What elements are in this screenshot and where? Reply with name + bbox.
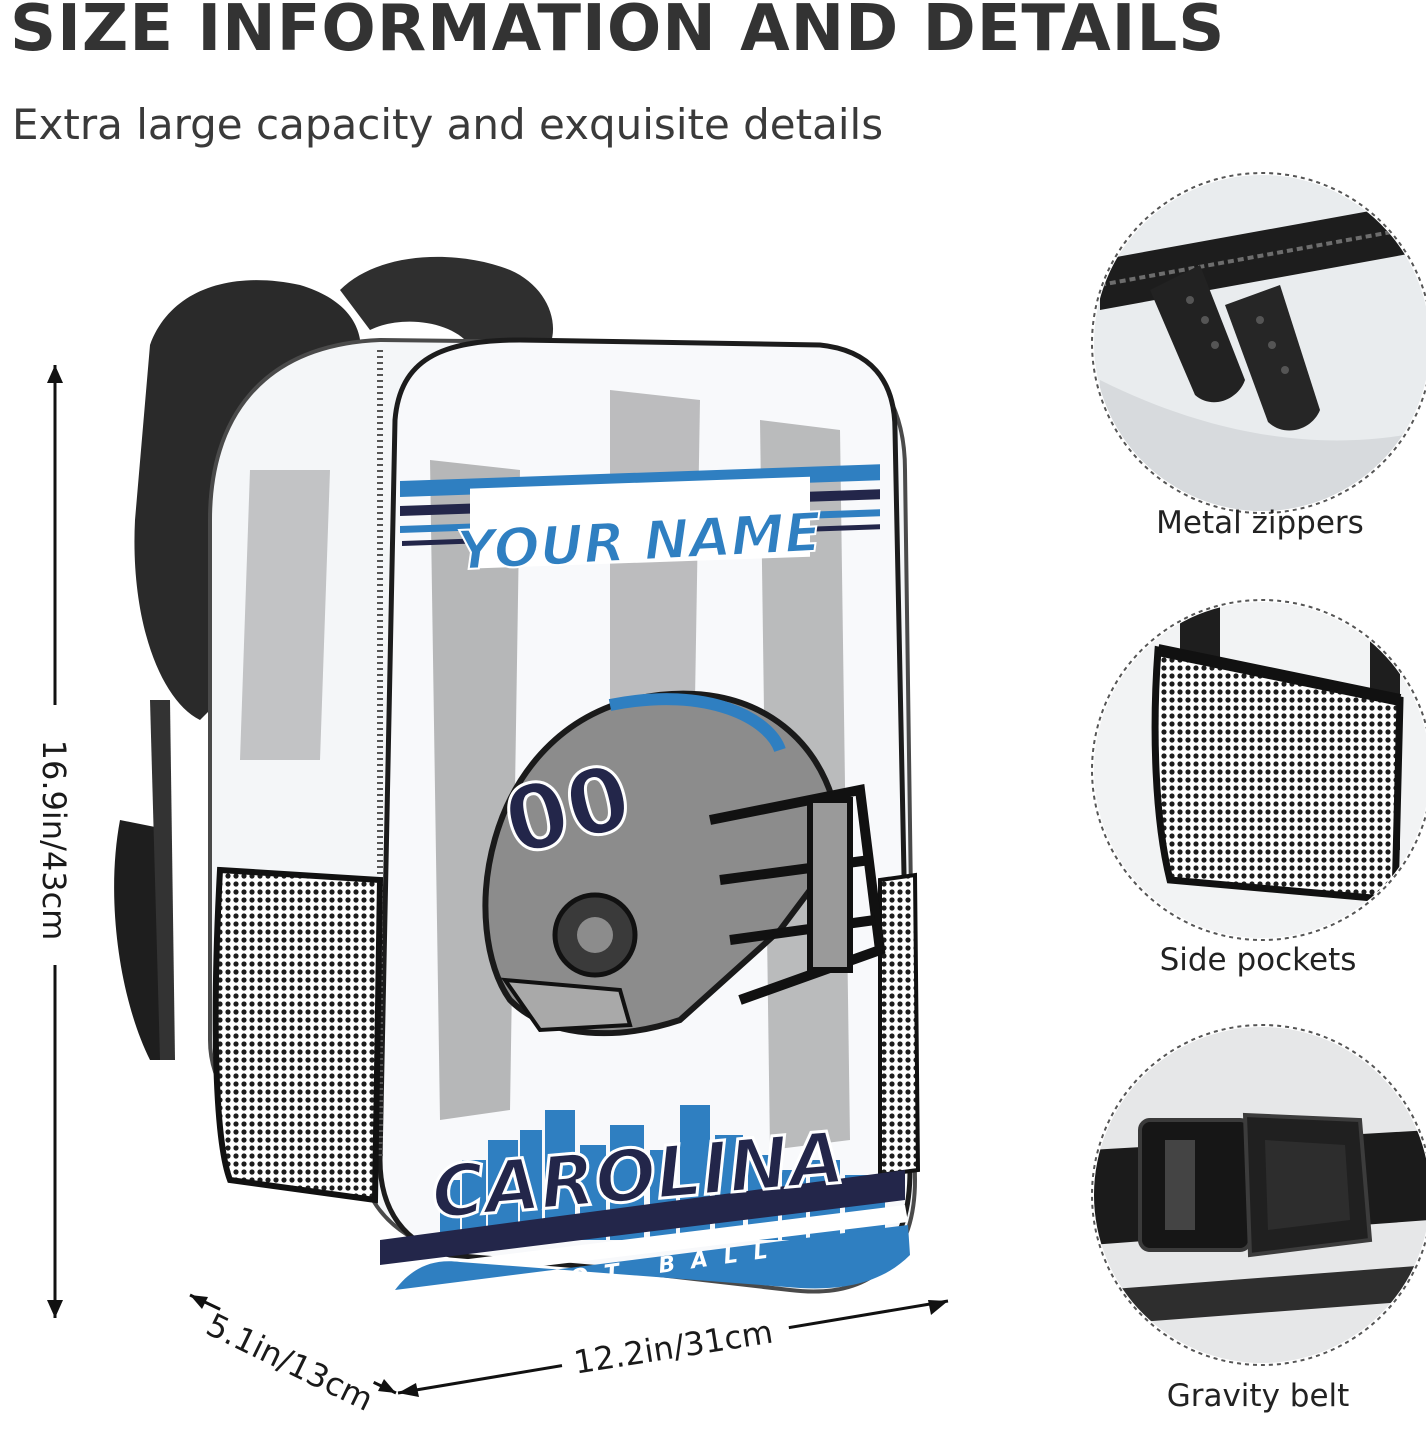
detail-label-zipper: Metal zippers	[1156, 505, 1364, 541]
bottom-stripes	[380, 1170, 910, 1290]
detail-zipper	[1091, 172, 1426, 514]
top-stripes	[400, 464, 880, 569]
backpack: YOUR NAME 00	[114, 256, 921, 1300]
zipper-pull-right	[1225, 285, 1320, 431]
detail-side-pocket	[1091, 599, 1426, 941]
detail-gravity-belt	[1091, 1024, 1426, 1366]
height-label: 16.9in/43cm	[35, 740, 73, 941]
football-helmet	[482, 690, 886, 1037]
detail-label-belt: Gravity belt	[1166, 1378, 1350, 1414]
mesh-pocket	[1151, 645, 1404, 904]
zipper-pull-left	[1150, 265, 1245, 403]
facemask	[709, 784, 886, 1005]
depth-label: 5.1in/13cm	[200, 1306, 379, 1419]
side-mesh-pocket-right	[878, 872, 921, 1178]
page-title: SIZE INFORMATION AND DETAILS	[10, 0, 1226, 66]
width-dimension: 12.2in/31cm	[397, 1299, 949, 1397]
side-mesh-pocket	[212, 866, 384, 1204]
shoulder-strap-right	[340, 256, 554, 345]
depth-dimension: 5.1in/13cm	[189, 1293, 397, 1419]
detail-label-pocket: Side pockets	[1159, 942, 1357, 978]
page-subtitle: Extra large capacity and exquisite detai…	[12, 100, 884, 149]
height-dimension: 16.9in/43cm	[35, 365, 73, 1318]
shoulder-strap-left	[134, 280, 361, 720]
